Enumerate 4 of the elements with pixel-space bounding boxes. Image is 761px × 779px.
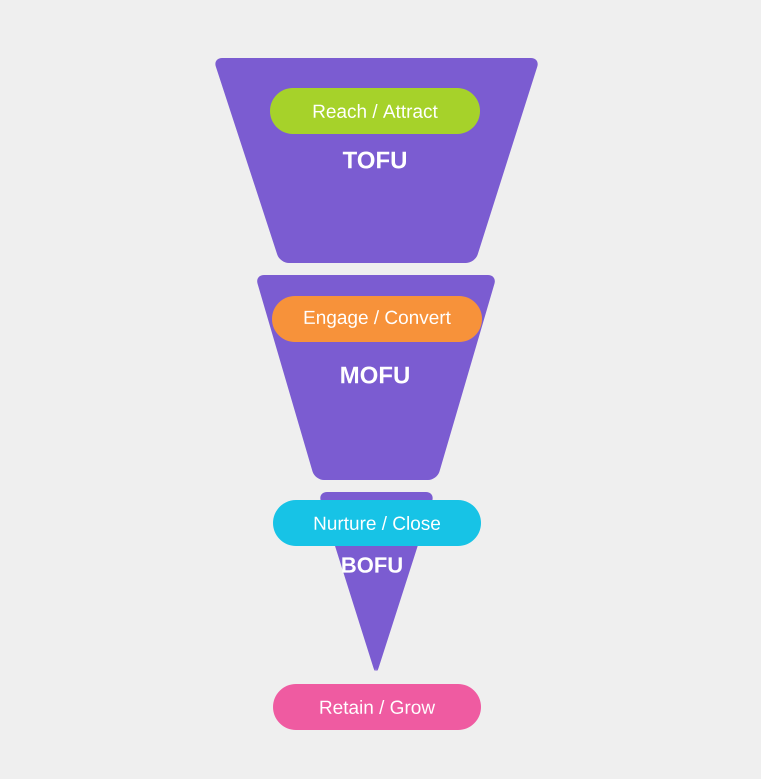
stage-pill: Engage / Convert [272,296,482,342]
stage-pill: Retain / Grow [273,684,481,730]
stage-pill: Nurture / Close [273,500,481,546]
stage-pill: Reach / Attract [270,88,480,134]
